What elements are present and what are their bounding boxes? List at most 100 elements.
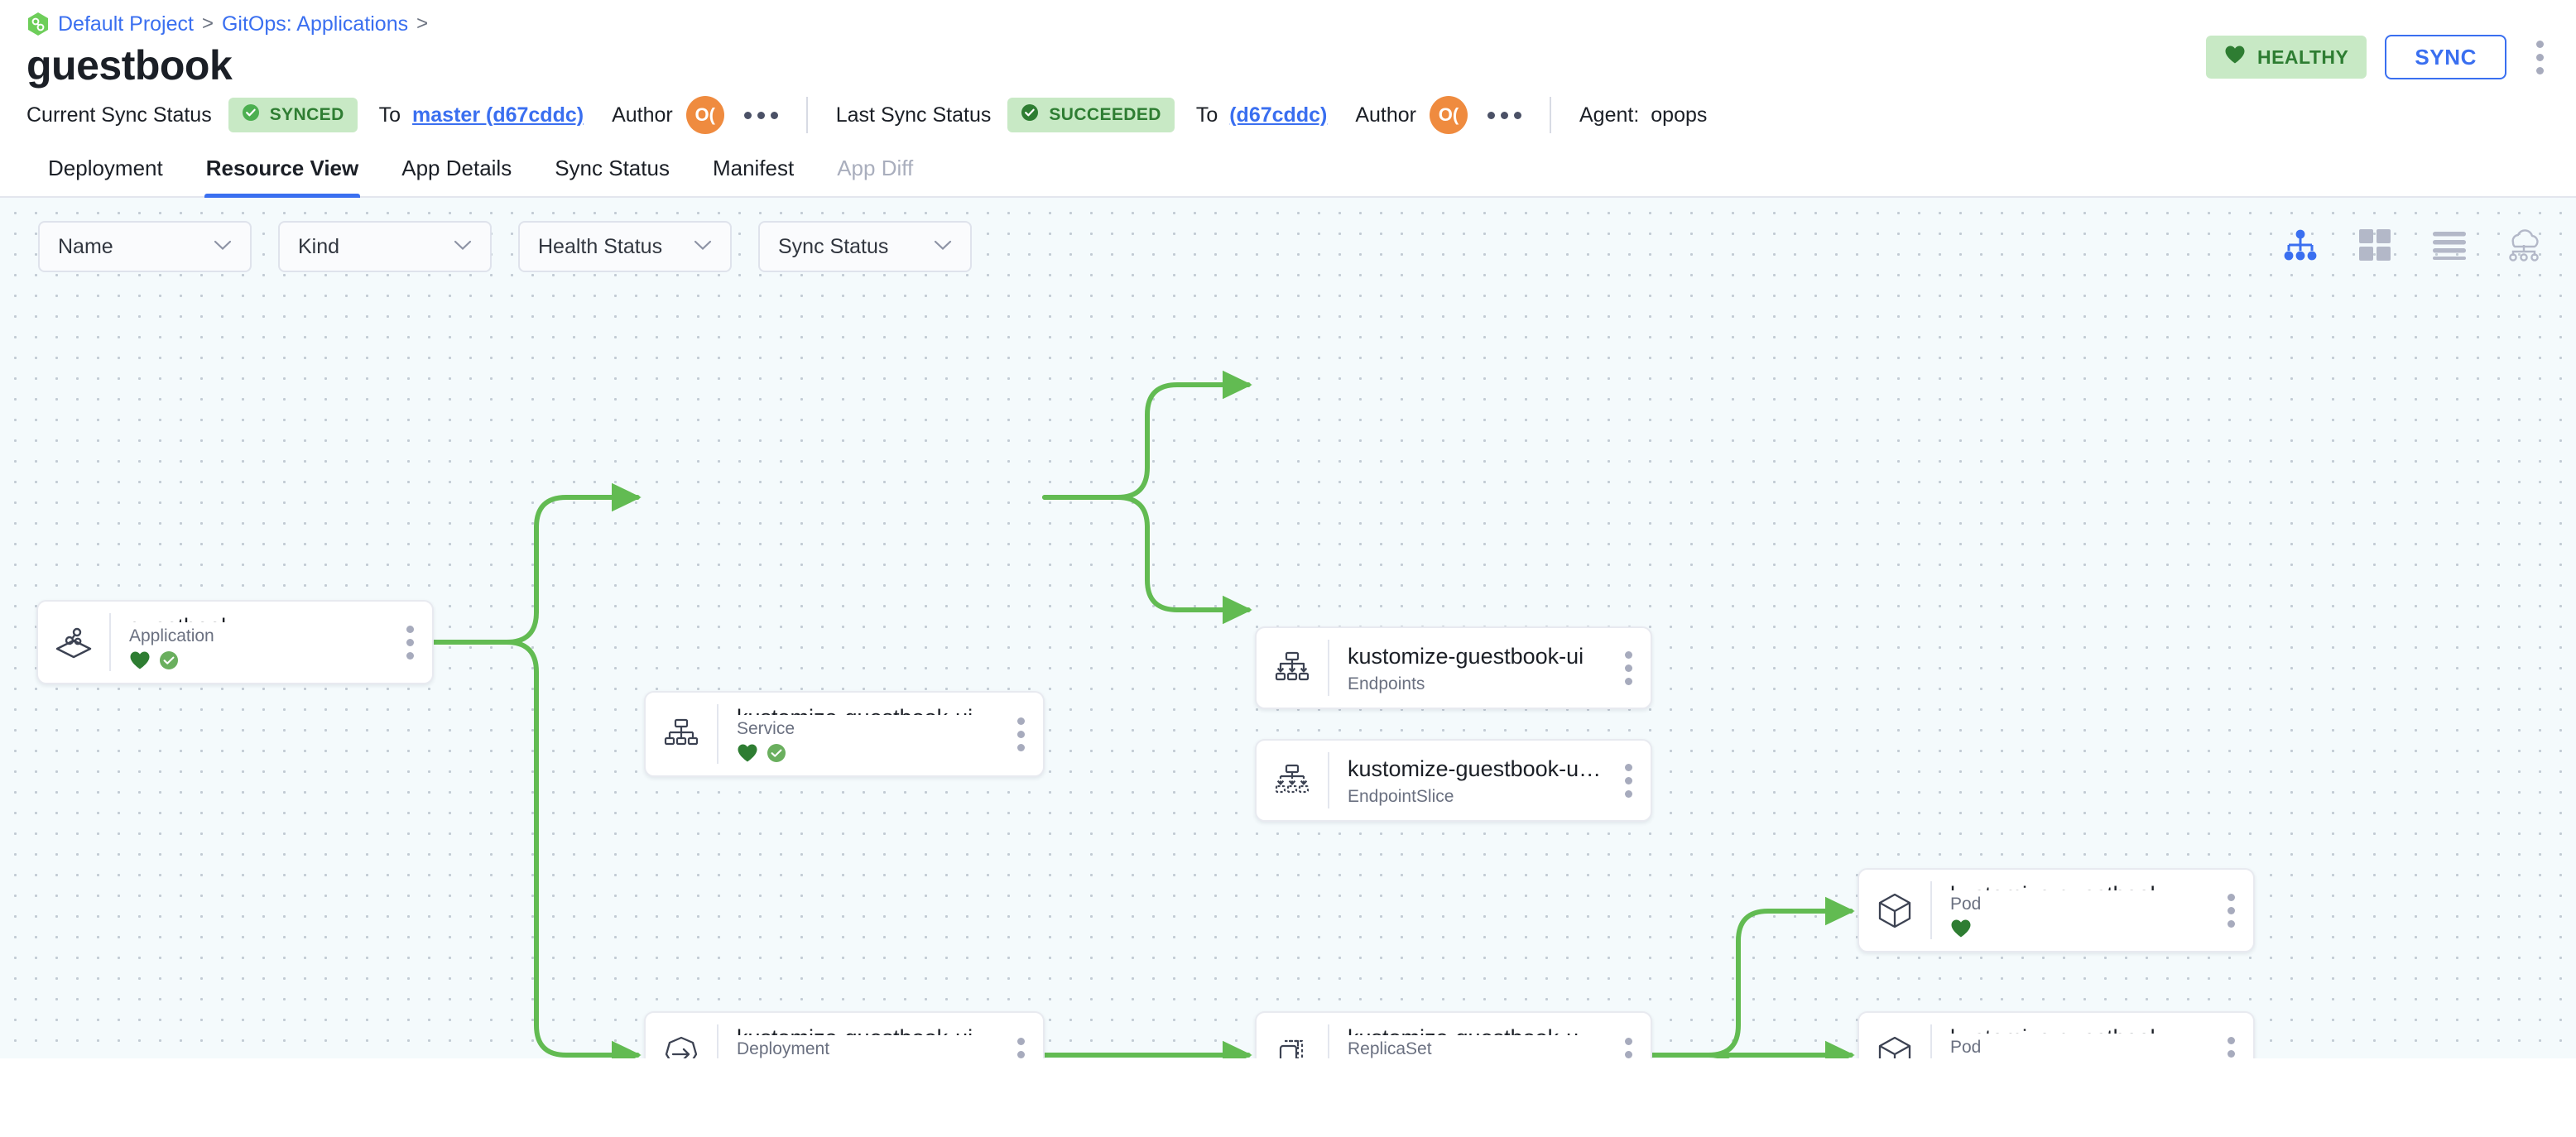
kebab-vertical-icon[interactable] <box>2525 35 2554 79</box>
graph-node-service[interactable]: kustomize-guestbook-ui Service <box>644 691 1045 777</box>
replicaset-icon <box>1257 1013 1328 1058</box>
pod-icon <box>1859 1013 1930 1058</box>
check-circle-icon <box>159 650 179 674</box>
node-kind: Application <box>129 626 214 645</box>
agent-label: Agent: <box>1579 103 1640 127</box>
node-body: kustomize-guestbook-ui Endpoints <box>1329 628 1606 708</box>
node-divider <box>109 613 111 671</box>
filter-kind-label: Kind <box>298 234 340 258</box>
filter-sync-status-select[interactable]: Sync Status <box>758 221 972 272</box>
node-title: kustomize-guestbook-ui-… <box>1348 1024 1606 1035</box>
node-body: kustomize-guestbook-ui Service <box>718 693 998 775</box>
status-divider-2 <box>1550 97 1551 133</box>
node-kebab-vertical-icon[interactable] <box>1606 1013 1651 1058</box>
node-divider <box>717 704 718 764</box>
node-kind: Service <box>737 718 795 738</box>
node-kebab-vertical-icon[interactable] <box>1606 628 1651 708</box>
node-kebab-vertical-icon[interactable] <box>2208 1013 2253 1058</box>
tab-app-details[interactable]: App Details <box>401 156 512 180</box>
node-kind: Endpoints <box>1348 674 1425 693</box>
node-body: kustomize-guestbook-ui-… EndpointSlice <box>1329 741 1606 820</box>
current-overflow-kebab-horizontal-icon[interactable] <box>743 111 778 119</box>
node-title: kustomize-guestbook-ui <box>737 1024 998 1035</box>
node-badges <box>1950 919 2208 941</box>
service-icon <box>646 693 717 775</box>
graph-node-endpoints[interactable]: kustomize-guestbook-ui Endpoints <box>1255 626 1652 709</box>
current-sync-status-text: SYNCED <box>269 105 344 124</box>
node-title: kustomize-guestbook-ui-… <box>1950 1024 2208 1034</box>
graph-node-pod-1[interactable]: kustomize-guestbook-ui-… Pod <box>1858 868 2255 952</box>
current-author-avatar[interactable]: O( <box>685 96 724 134</box>
node-kebab-vertical-icon[interactable] <box>387 602 432 683</box>
resource-graph-canvas[interactable]: Name Kind Health Status Sync Status <box>0 198 2576 1058</box>
application-icon <box>38 602 109 683</box>
node-body: guestbook Application <box>111 602 387 683</box>
last-author-avatar[interactable]: O( <box>1430 96 1468 134</box>
filter-kind-select[interactable]: Kind <box>278 221 492 272</box>
node-kind: ReplicaSet <box>1348 1039 1432 1058</box>
node-body: kustomize-guestbook-ui-… Pod <box>1932 1013 2208 1058</box>
check-circle-icon <box>767 743 786 767</box>
argo-project-icon <box>26 12 50 36</box>
node-divider <box>1328 1024 1329 1058</box>
node-kebab-vertical-icon[interactable] <box>2208 870 2253 951</box>
tab-bar: Deployment Resource View App Details Syn… <box>0 142 2576 198</box>
chevron-down-icon <box>214 237 232 256</box>
grid-view-icon[interactable] <box>2356 226 2394 264</box>
last-overflow-kebab-horizontal-icon[interactable] <box>1487 111 1521 119</box>
node-body: kustomize-guestbook-ui Deployment <box>718 1013 998 1058</box>
last-revision-link[interactable]: (d67cddc) <box>1229 103 1328 127</box>
app-header: Default Project > GitOps: Applications >… <box>0 0 2576 89</box>
current-to-label: To <box>378 103 401 127</box>
node-divider <box>1328 752 1329 808</box>
last-author-label: Author <box>1355 103 1416 127</box>
node-kind: Deployment <box>737 1039 830 1058</box>
tab-resource-view[interactable]: Resource View <box>185 156 381 198</box>
graph-node-deployment[interactable]: kustomize-guestbook-ui Deployment <box>644 1011 1045 1058</box>
breadcrumb-separator-1: > <box>201 12 214 35</box>
node-badges <box>737 743 998 767</box>
breadcrumb-item-default-project[interactable]: Default Project <box>58 12 194 36</box>
current-sync-status-label: Current Sync Status <box>26 103 212 127</box>
breadcrumb-item-gitops-applications[interactable]: GitOps: Applications <box>221 12 409 36</box>
tree-view-icon[interactable] <box>2281 226 2319 264</box>
view-mode-switcher <box>2281 226 2543 264</box>
graph-node-replicaset[interactable]: kustomize-guestbook-ui-… ReplicaSet <box>1255 1011 1652 1058</box>
graph-node-pod-2[interactable]: kustomize-guestbook-ui-… Pod <box>1858 1011 2255 1058</box>
filter-health-status-select[interactable]: Health Status <box>518 221 732 272</box>
node-kind: EndpointSlice <box>1348 786 1454 806</box>
last-sync-status-chip: SUCCEEDED <box>1007 98 1175 132</box>
graph-node-endpointslice[interactable]: kustomize-guestbook-ui-… EndpointSlice <box>1255 739 1652 822</box>
network-view-icon[interactable] <box>2505 226 2543 264</box>
node-kind: Pod <box>1950 894 1982 914</box>
node-kebab-vertical-icon[interactable] <box>1606 741 1651 820</box>
chevron-down-icon <box>934 237 952 256</box>
node-divider <box>1328 640 1329 696</box>
current-revision-link[interactable]: master (d67cddc) <box>412 103 584 127</box>
node-kebab-vertical-icon[interactable] <box>998 693 1043 775</box>
tab-deployment[interactable]: Deployment <box>48 156 163 180</box>
node-divider <box>717 1024 718 1058</box>
node-kind: Pod <box>1950 1037 1982 1057</box>
health-status-label: HEALTHY <box>2256 46 2349 68</box>
heart-icon <box>737 743 758 767</box>
current-author-label: Author <box>612 103 673 127</box>
health-status-badge: HEALTHY <box>2205 36 2367 79</box>
graph-node-application[interactable]: guestbook Application <box>36 600 434 684</box>
sync-button[interactable]: SYNC <box>2385 35 2506 79</box>
endpoints-icon <box>1257 628 1328 708</box>
status-bar: Current Sync Status SYNCED To master (d6… <box>0 89 2576 142</box>
header-actions: HEALTHY SYNC <box>2205 35 2554 79</box>
tab-sync-status[interactable]: Sync Status <box>555 156 670 180</box>
breadcrumb: Default Project > GitOps: Applications > <box>26 0 2550 36</box>
pod-icon <box>1859 870 1930 951</box>
node-title: kustomize-guestbook-ui-… <box>1950 881 2208 890</box>
list-view-icon[interactable] <box>2430 226 2468 264</box>
tab-manifest[interactable]: Manifest <box>712 156 795 180</box>
current-sync-status-chip: SYNCED <box>228 98 358 132</box>
last-to-label: To <box>1195 103 1218 127</box>
last-sync-status-label: Last Sync Status <box>835 103 992 127</box>
node-kebab-vertical-icon[interactable] <box>998 1013 1043 1058</box>
filter-name-select[interactable]: Name <box>38 221 252 272</box>
node-title: kustomize-guestbook-ui-… <box>1348 756 1606 782</box>
